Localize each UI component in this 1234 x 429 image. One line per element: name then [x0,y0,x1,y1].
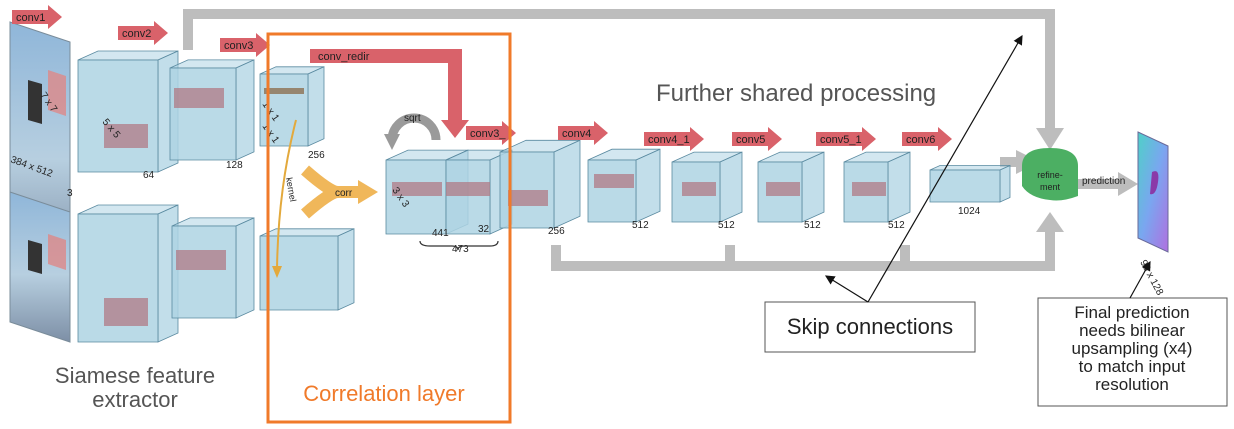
conv3-top-arrow-label: conv3 [224,40,253,52]
skip-connections-annotation: Skip connections [787,314,953,339]
final-annotation-line4: to match input [1079,357,1186,376]
refinement-label-2: ment [1040,182,1061,192]
conv5-1-arrow: conv5_1 [816,127,876,151]
correlation-annotation: Correlation layer [303,381,464,406]
conv1-arrow-label: conv1 [16,12,45,24]
corr-label: corr [335,188,353,199]
conv4-1-block [671,151,743,223]
conv5-block [757,151,825,223]
prediction-label: prediction [1082,176,1125,187]
conv3-1-channels: 256 [548,226,565,237]
conv3-top-arrow: conv3 [220,33,270,57]
corr-channels: 441 [432,228,449,239]
skip-connection-arrow [551,212,1064,271]
final-annotation-line2: needs bilinear [1079,321,1185,340]
final-annotation-line3: upsampling (x4) [1072,339,1193,358]
final-pointer [1129,260,1151,299]
concat-channels: 473 [452,244,469,255]
refinement-to-prediction-arrow [1078,172,1138,196]
final-annotation-line5: resolution [1095,375,1169,394]
conv-redir-arrow: conv_redir [310,49,469,138]
input-image-bottom [9,191,71,343]
final-annotation-line1: Final prediction [1074,303,1189,322]
conv4-arrow-label: conv4 [562,128,591,140]
conv5-arrow: conv5 [732,127,782,151]
stage-arrows: conv1 conv2 conv3 conv3_ conv4 conv4_1 conv5 co… [12,5,952,151]
conv4-1-channels: 512 [718,220,735,231]
conv-redir-channels: 256 [308,150,325,161]
refinement-label-1: refine- [1037,170,1063,180]
output-flow-image [1137,131,1169,253]
skip-pointer-down [824,275,869,303]
refinement-node: refine- ment [1022,148,1078,201]
conv5-arrow-label: conv5 [736,134,765,146]
further-processing-annotation: Further shared processing [656,80,936,107]
conv6-channels: 1024 [958,206,981,217]
sqrt-operation: sqrt [384,113,441,150]
conv5-channels: 512 [804,220,821,231]
siamese-annotation-line1: Siamese feature [55,363,215,388]
correlation-highlight-box [266,32,512,424]
conv1-block-bottom [77,204,179,343]
skip-pointer-up [867,34,1023,303]
further-processing-arrow [183,9,1064,150]
concat-brace [419,240,499,251]
final-prediction-box [1037,297,1228,407]
skip-connections-box [764,301,976,353]
conv6-arrow-label: conv6 [906,134,935,146]
conv3-1-arrow: conv3_ [466,121,516,145]
conv3-1-block [499,139,581,229]
conv4-1-arrow-label: conv4_1 [648,134,690,146]
conv6-arrow: conv6 [902,127,952,151]
conv3-block-top [259,66,325,147]
conv2-channels: 64 [143,170,155,181]
conv3-1-arrow-label: conv3_ [470,128,506,140]
sqrt-label: sqrt [404,113,421,124]
conv2-block-top [169,59,255,161]
corr-operation: corr [301,165,378,219]
redir-channels: 32 [478,224,490,235]
conv3-block-bottom [259,228,355,311]
input-channel-label: 3 [67,188,73,199]
conv6-block [929,164,1011,203]
conv4-arrow: conv4 [558,121,608,145]
conv2-block-bottom [171,217,255,319]
conv3-channels: 128 [226,160,243,171]
conv1-block-top [77,50,179,173]
conv4-block [587,148,661,223]
conv5-1-arrow-label: conv5_1 [820,134,862,146]
conv-redir-label: conv_redir [318,51,370,63]
conv2-arrow-label: conv2 [122,28,151,40]
conv5-1-block [843,151,911,223]
conv5-1-channels: 512 [888,220,905,231]
conv4-1-arrow: conv4_1 [644,127,704,151]
kernel-path: kernel [272,119,298,278]
conv4-channels: 512 [632,220,649,231]
siamese-annotation-line2: extractor [92,387,178,412]
feature-blocks [77,50,1011,343]
kernel-label: kernel [284,177,298,203]
conv2-arrow: conv2 [118,21,168,45]
conv1-arrow: conv1 [12,5,62,29]
